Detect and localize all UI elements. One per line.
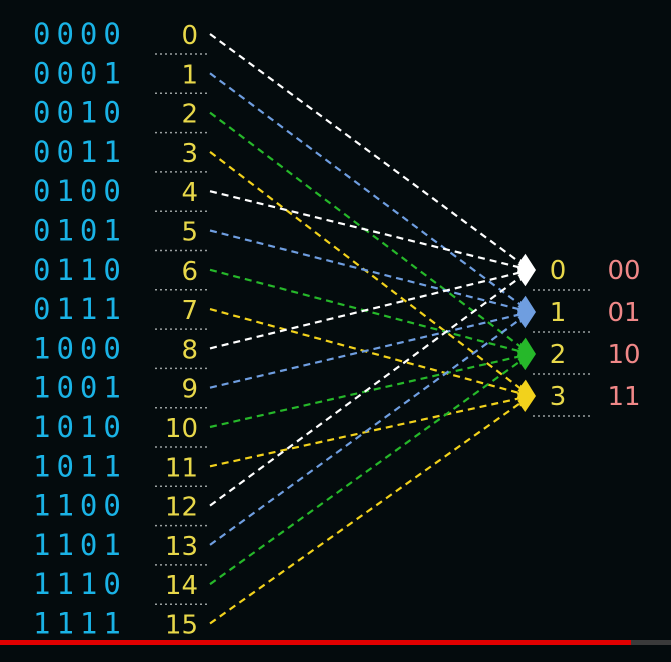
source-decimal-14: 14: [165, 571, 198, 601]
source-decimal-7: 7: [181, 296, 198, 326]
source-decimal-6: 6: [181, 257, 198, 287]
edge-1-to-1: [209, 72, 531, 313]
source-decimal-4: 4: [181, 178, 198, 208]
source-decimal-15: 15: [165, 611, 198, 641]
target-code-1: 01: [607, 298, 640, 328]
arrowhead-14-to-2: [517, 354, 536, 371]
target-index-2: 2: [550, 340, 567, 370]
target-code-2: 10: [607, 340, 640, 370]
source-decimal-5: 5: [181, 218, 198, 248]
target-code-3: 11: [607, 382, 640, 412]
edge-9-to-1: [209, 310, 531, 389]
source-binary-14: 1110: [33, 567, 127, 601]
arrowhead-15-to-3: [517, 396, 536, 413]
edge-2-to-2: [209, 111, 531, 355]
edge-13-to-1: [209, 311, 531, 546]
source-binary-5: 0101: [33, 214, 127, 248]
edge-8-to-0: [209, 268, 531, 350]
source-decimal-13: 13: [165, 532, 198, 562]
edge-15-to-3: [209, 395, 531, 625]
source-binary-3: 0011: [33, 135, 127, 169]
arrowheads: [516, 253, 536, 413]
source-decimal-2: 2: [181, 100, 198, 130]
video-progress-played: [0, 640, 631, 645]
arrowhead-12-to-0: [517, 270, 536, 287]
source-binary-9: 1001: [33, 371, 127, 405]
edge-5-to-1: [209, 229, 531, 314]
source-binary-15: 1111: [33, 607, 127, 641]
edge-3-to-3: [209, 151, 531, 397]
source-binary-13: 1101: [33, 528, 127, 562]
source-decimal-9: 9: [181, 375, 198, 405]
source-binary-6: 0110: [33, 253, 127, 287]
source-decimal-8: 8: [181, 335, 198, 365]
source-decimal-0: 0: [181, 21, 198, 51]
source-decimal-3: 3: [181, 139, 198, 169]
source-decimal-10: 10: [165, 414, 198, 444]
source-binary-0: 0000: [33, 17, 127, 51]
source-decimal-12: 12: [165, 493, 198, 523]
edge-14-to-2: [209, 353, 531, 586]
edge-11-to-3: [209, 394, 531, 468]
source-binary-10: 1010: [33, 410, 127, 444]
mapping-edges: [209, 33, 531, 625]
source-binary-12: 1100: [33, 489, 127, 523]
target-index-0: 0: [550, 256, 567, 286]
source-binary-4: 0100: [33, 174, 127, 208]
edge-0-to-0: [209, 33, 531, 271]
target-index-1: 1: [550, 298, 567, 328]
edge-12-to-0: [209, 269, 531, 507]
edge-10-to-2: [209, 352, 531, 429]
edge-4-to-0: [209, 190, 531, 272]
edge-7-to-3: [209, 308, 531, 398]
source-binary-8: 1000: [33, 331, 127, 365]
video-progress-bar[interactable]: [0, 640, 671, 645]
source-decimal-1: 1: [181, 60, 198, 90]
source-binary-2: 0010: [33, 96, 127, 130]
arrowhead-13-to-1: [517, 312, 536, 329]
source-decimal-11: 11: [165, 453, 198, 483]
source-binary-11: 1011: [33, 449, 127, 483]
target-index-3: 3: [550, 382, 567, 412]
source-binary-1: 0001: [33, 56, 127, 90]
target-code-0: 00: [607, 256, 640, 286]
source-binary-7: 0111: [33, 292, 127, 326]
